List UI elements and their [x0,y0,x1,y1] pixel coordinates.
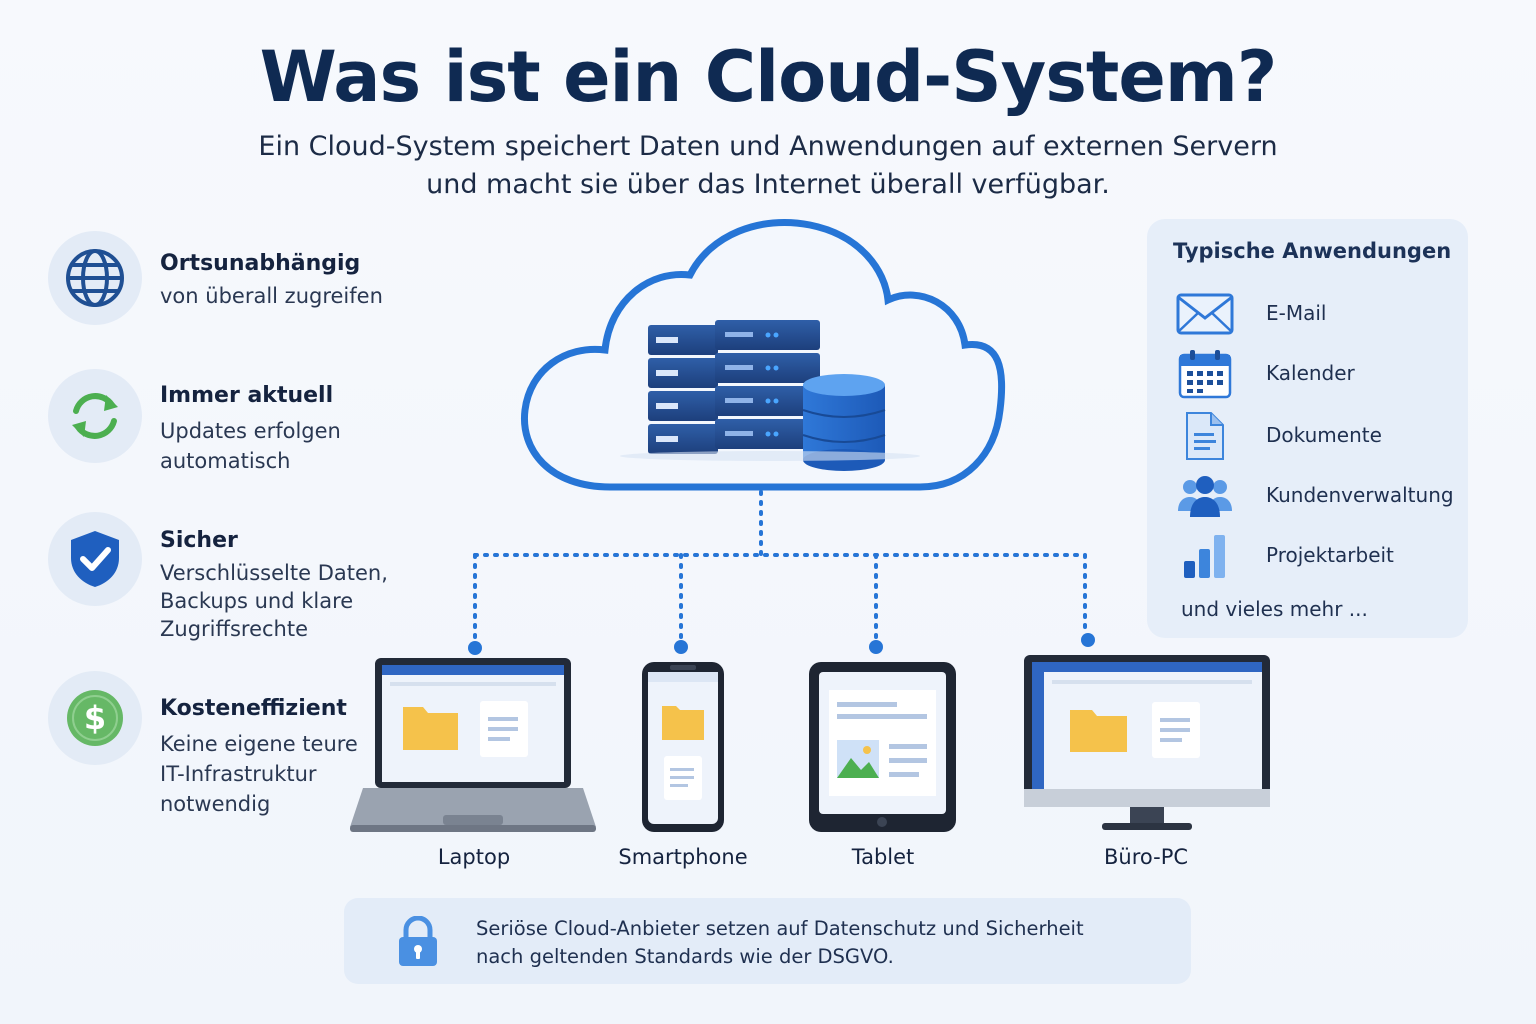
feature-title: Immer aktuell [160,383,334,408]
app-label: Dokumente [1266,423,1382,447]
privacy-note-line-1: Seriöse Cloud-Anbieter setzen auf Datens… [476,917,1084,940]
device-label-office-pc: Büro-PC [1103,845,1189,869]
tablet-icon [809,662,956,832]
app-label: E-Mail [1266,301,1327,325]
device-label-tablet: Tablet [851,845,915,869]
feature-desc: von überall zugreifen [160,284,383,308]
app-label: Kalender [1266,361,1355,385]
sync-icon [48,369,142,463]
network-connections [473,490,1087,644]
document-icon [1175,411,1235,461]
page-subtitle: Ein Cloud-System speichert Daten und Anw… [150,128,1386,204]
feature-desc: Keine eigene teure IT-Infrastruktur notw… [160,732,358,816]
page-title: Was ist ein Cloud-System? [259,36,1278,118]
globe-icon [48,231,142,325]
panel-more-text: und vieles mehr ... [1181,597,1368,621]
calendar-icon [1175,349,1235,399]
device-label-smartphone: Smartphone [618,845,748,869]
app-item-documents: Dokumente [1175,411,1465,461]
mail-icon [1175,289,1235,339]
feature-title: Ortsunabhängig [160,251,361,276]
desktop-pc-icon [1024,655,1270,830]
server-rack-icon [648,320,820,454]
privacy-note: Seriöse Cloud-Anbieter setzen auf Datens… [344,898,1191,984]
app-item-email: E-Mail [1175,289,1465,339]
laptop-icon [350,658,596,832]
smartphone-icon [642,662,724,832]
shield-check-icon [48,512,142,606]
subtitle-line-1: Ein Cloud-System speichert Daten und Anw… [258,131,1278,162]
device-label-laptop: Laptop [437,845,511,869]
svg-text:$: $ [84,699,106,737]
feature-desc: Updates erfolgen automatisch [160,419,341,473]
bar-chart-icon [1175,531,1235,581]
users-icon [1175,471,1235,521]
subtitle-line-2: und macht sie über das Internet überall … [426,169,1110,200]
connection-endpoints [468,633,1095,655]
app-item-calendar: Kalender [1175,349,1465,399]
app-label: Kundenverwaltung [1266,483,1454,507]
applications-panel: Typische Anwendungen E-Mail [1147,219,1468,638]
app-label: Projektarbeit [1266,543,1394,567]
dollar-icon: $ [48,671,142,765]
lock-icon [396,915,440,968]
cloud-network-diagram [468,218,1095,655]
feature-desc: Verschlüsselte Daten, Backups und klare … [160,561,388,641]
feature-title: Sicher [160,528,238,553]
feature-title: Kosteneffizient [160,696,347,721]
privacy-note-line-2: nach geltenden Standards wie der DSGVO. [476,945,894,968]
app-item-customer-management: Kundenverwaltung [1175,471,1465,521]
privacy-note-text: Seriöse Cloud-Anbieter setzen auf Datens… [476,915,1156,971]
app-item-project-work: Projektarbeit [1175,531,1465,581]
panel-title: Typische Anwendungen [1173,239,1452,263]
